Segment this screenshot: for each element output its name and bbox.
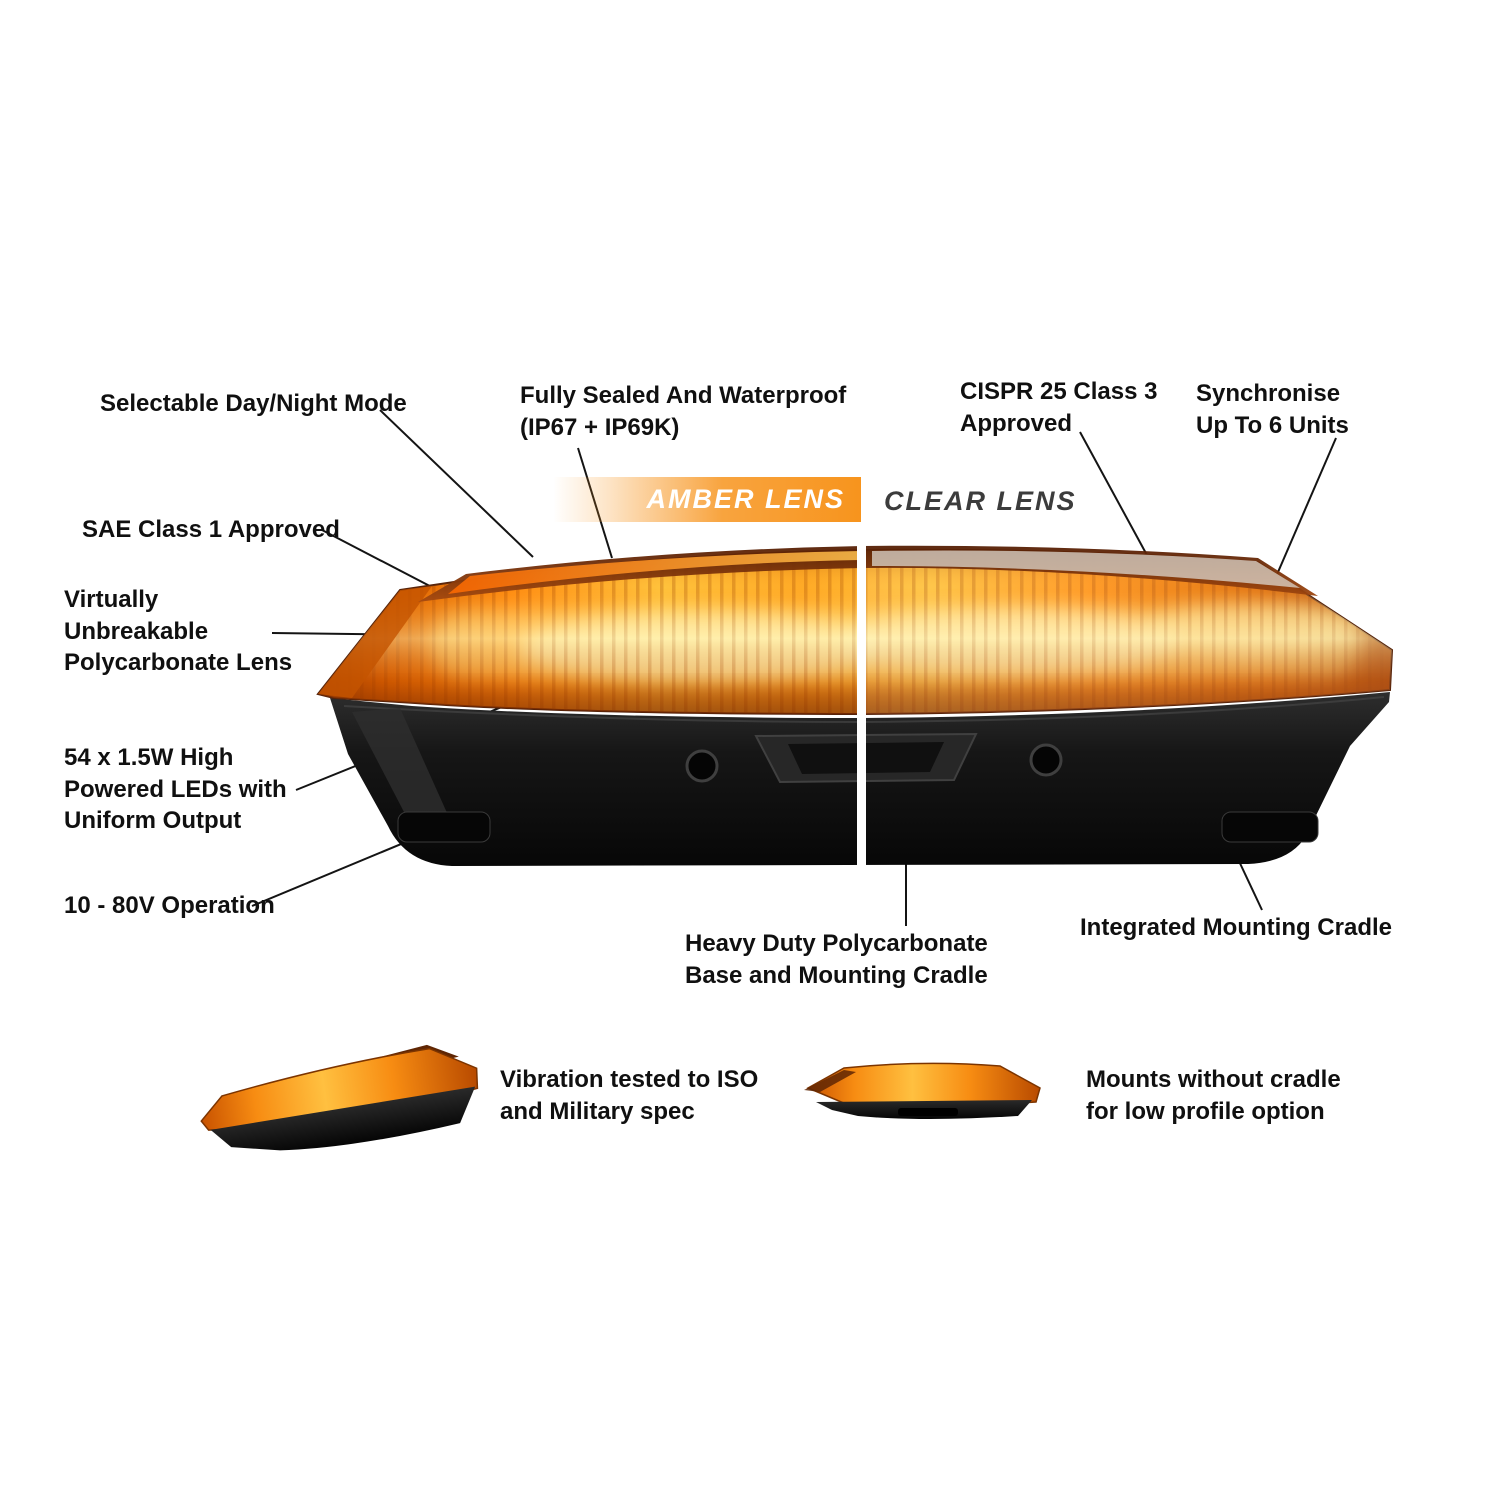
amber-lens-band: AMBER LENS — [553, 477, 861, 522]
callout-leds: 54 x 1.5W High Powered LEDs with Uniform… — [64, 744, 287, 835]
base-right-slot — [1221, 811, 1319, 843]
callout-sae-class-1: SAE Class 1 Approved — [82, 516, 340, 543]
base-left-facet — [352, 708, 452, 824]
bolt-left — [685, 749, 719, 783]
lens-divider — [857, 474, 866, 870]
bolt-right — [1029, 743, 1063, 777]
callout-cispr-approved: CISPR 25 Class 3 Approved — [960, 378, 1158, 437]
mini-base — [210, 1086, 476, 1151]
light-bar — [316, 474, 1394, 870]
callout-base-cradle: Heavy Duty Polycarbonate Base and Mounti… — [685, 930, 988, 989]
base-left-slot — [397, 811, 491, 843]
mini-bar-tilted — [200, 1044, 479, 1151]
mini-lp-lens — [806, 1062, 1041, 1108]
callout-day-night-mode: Selectable Day/Night Mode — [100, 390, 407, 417]
clear-lens-label: CLEAR LENS — [884, 486, 1077, 516]
top-cap-hot-streak — [448, 551, 860, 594]
leader-line-synchronise — [1271, 437, 1337, 587]
mini-bar-low-profile — [804, 1062, 1041, 1119]
callout-synchronise: Synchronise Up To 6 Units — [1196, 380, 1349, 439]
callout-low-profile: Mounts without cradle for low profile op… — [1086, 1066, 1341, 1125]
mini-lp-mount-strip — [898, 1108, 958, 1116]
leader-line-day-night — [379, 409, 534, 558]
lens-left-facet — [318, 586, 432, 698]
amber-lens-label: AMBER LENS — [646, 484, 845, 514]
callout-vibration-tested: Vibration tested to ISO and Military spe… — [500, 1066, 759, 1125]
callout-unbreakable-lens: Virtually Unbreakable Polycarbonate Lens — [64, 586, 293, 677]
leader-line-cispr — [1079, 431, 1149, 558]
mini-lp-top-edge — [804, 1070, 856, 1092]
callout-fully-sealed: Fully Sealed And Waterproof (IP67 + IP69… — [520, 382, 847, 441]
callout-integrated-cradle: Integrated Mounting Cradle — [1080, 914, 1392, 941]
clear-lens-glint — [872, 550, 1300, 588]
callout-voltage: 10 - 80V Operation — [64, 892, 275, 919]
